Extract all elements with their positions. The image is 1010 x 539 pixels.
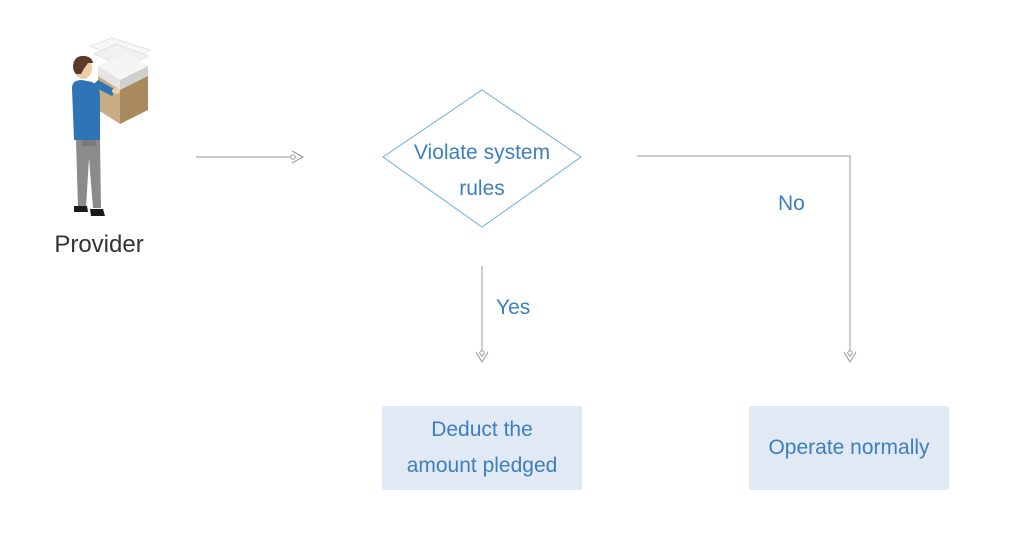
no-branch-connector [637,155,851,357]
arrowhead-down-icon [475,351,489,363]
arrowhead-down-icon [843,351,857,363]
operate-normally-box: Operate normally [749,406,949,490]
connector-dot [847,350,853,356]
provider-label: Provider [54,231,144,258]
connector-dot [290,154,296,160]
arrowhead-right-icon [291,150,305,164]
deduct-label-line-2: amount pledged [406,454,558,477]
no-branch-label: No [778,192,805,215]
connector-dot [479,350,485,356]
deduct-pledge-box: Deduct the amount pledged [382,406,582,490]
decision-label-line-1: Violate system [413,141,551,164]
deduct-label-line-1: Deduct the [431,418,533,441]
person-carrying-box-icon [72,37,152,216]
decision-label-line-2: rules [459,177,505,200]
decision-label: Violate system rules [384,135,580,207]
decision-diamond [382,89,582,228]
operate-label: Operate normally [768,436,930,459]
yes-branch-label: Yes [496,296,531,319]
